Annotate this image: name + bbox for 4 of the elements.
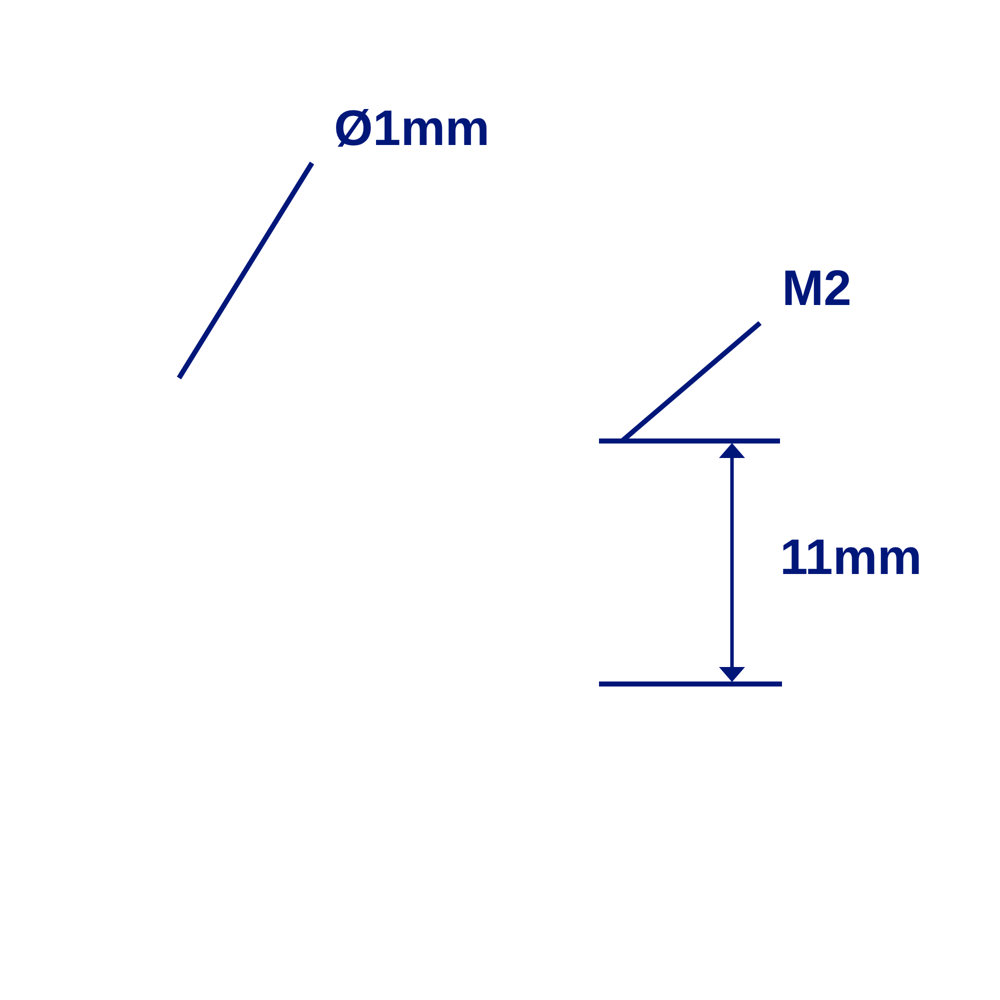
dimension-label: M2 (782, 262, 852, 312)
leader-line (176, 162, 314, 380)
dimension-label: Ø1mm (334, 102, 490, 152)
dimension-label: 11mm (780, 532, 922, 582)
